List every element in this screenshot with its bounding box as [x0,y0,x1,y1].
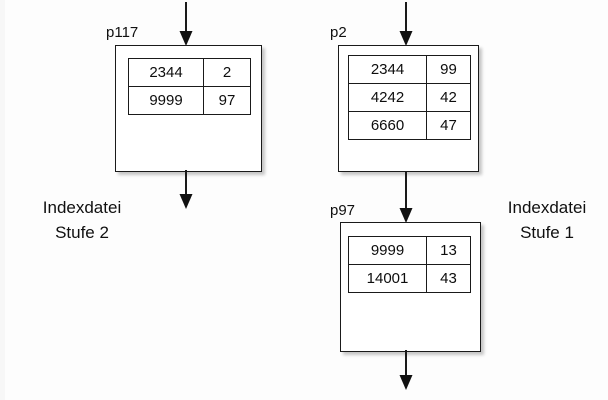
value-cell: 99 [426,55,471,84]
caption-right-line1: Indexdatei [507,198,587,217]
value-cell: 2 [203,58,251,87]
key-cell: 6660 [348,111,427,140]
arrow-out-of-p117-icon [179,170,193,209]
key-table-p2: 2344 99 4242 42 6660 47 [348,55,471,140]
value-cell: 13 [426,236,471,265]
table-row: 9999 13 [348,236,471,265]
caption-left: Indexdatei Stufe 2 [12,196,152,245]
arrow-out-of-p97-icon [399,350,413,390]
page-label-p97: p97 [330,202,356,219]
table-row: 9999 97 [128,86,251,115]
key-cell: 4242 [348,83,427,112]
table-row: 4242 42 [348,83,471,112]
key-cell: 14001 [348,264,427,293]
table-row: 14001 43 [348,264,471,293]
key-cell: 9999 [348,236,427,265]
key-cell: 9999 [128,86,204,115]
left-edge-strip [0,0,5,400]
table-row: 6660 47 [348,111,471,140]
caption-left-line2: Stufe 2 [55,222,109,242]
key-table-p117: 2344 2 9999 97 [128,58,251,115]
page-label-p2: p2 [330,24,347,41]
page-label-p117: p117 [106,24,139,41]
value-cell: 97 [203,86,251,115]
caption-left-line1: Indexdatei [42,198,122,217]
value-cell: 47 [426,111,471,140]
caption-right: Indexdatei Stufe 1 [492,196,602,245]
table-row: 2344 2 [128,58,251,87]
key-cell: 2344 [348,55,427,84]
caption-right-line2: Stufe 1 [520,222,574,242]
key-cell: 2344 [128,58,204,87]
arrow-into-p2-icon [399,2,413,46]
value-cell: 43 [426,264,471,293]
value-cell: 42 [426,83,471,112]
arrow-p2-to-p97-icon [399,171,413,223]
table-row: 2344 99 [348,55,471,84]
key-table-p97: 9999 13 14001 43 [348,236,471,293]
arrow-into-p117-icon [179,2,193,46]
